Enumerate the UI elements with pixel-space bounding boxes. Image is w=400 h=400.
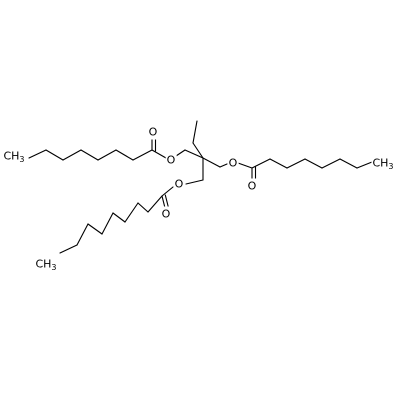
bond-ethyl-2 <box>192 120 198 144</box>
bond-chain-left-1 <box>132 149 153 161</box>
bond-chain-left-2 <box>115 149 134 161</box>
bond-chain-middle-7 <box>76 223 89 246</box>
bond-o-co-middle <box>161 186 174 197</box>
bond-co-double-middle-a <box>161 195 166 209</box>
bond-arm-middle-2 <box>185 179 204 185</box>
bond-chain-right-7 <box>356 161 373 169</box>
bond-chain-right-4 <box>304 158 323 169</box>
bond-chain-right-3 <box>286 158 306 169</box>
atom-o-ester-middle-text: O <box>175 178 184 191</box>
atom-ch3-right: CH3 <box>371 155 395 172</box>
atom-o-ester-right: O <box>227 155 239 171</box>
atom-ch3-right-text: CH3 <box>372 157 393 171</box>
bond-co-double-middle-b <box>164 194 169 208</box>
bond-chain-left-3 <box>97 149 117 161</box>
bond-chain-middle-1 <box>147 195 163 213</box>
atom-o-carbonyl-middle-text: O <box>162 208 171 221</box>
bond-arm-right-1 <box>202 157 221 168</box>
bond-chain-middle-3 <box>124 202 139 223</box>
bond-chain-left-5 <box>62 149 82 161</box>
atom-o-carbonyl-right: O <box>246 178 258 194</box>
bond-chain-middle-4 <box>112 212 126 223</box>
bond-chain-left-4 <box>80 149 99 161</box>
atom-o-carbonyl-right-text: O <box>248 180 257 193</box>
atom-o-carbonyl-left: O <box>147 124 159 140</box>
atom-o-carbonyl-left-text: O <box>149 126 158 139</box>
atom-ch3-bottom-text: CH3 <box>35 258 56 272</box>
atom-ch3-bottom: CH3 <box>34 256 58 273</box>
atom-o-ester-middle: O <box>173 176 185 192</box>
bond-ch2-o-right <box>219 163 228 168</box>
bond-arm-left-1 <box>184 149 204 159</box>
bond-chain-middle-5 <box>101 212 114 235</box>
bond-o-co-left <box>151 149 167 159</box>
atom-ch3-left: CH3 <box>2 148 26 165</box>
bond-arm-left-2 <box>175 149 186 157</box>
atom-o-ester-right-text: O <box>229 157 238 170</box>
bond-chain-right-1 <box>251 158 271 169</box>
atom-ch3-left-text: CH3 <box>3 150 24 164</box>
bond-chain-left-6 <box>45 149 64 161</box>
bond-chain-left-7 <box>28 149 47 159</box>
atom-o-carbonyl-middle: O <box>160 206 172 222</box>
atom-o-ester-left: O <box>165 152 177 168</box>
bond-chain-middle-8 <box>59 244 78 254</box>
bond-chain-right-6 <box>339 158 358 169</box>
bond-o-co-right <box>237 162 253 169</box>
bond-chain-right-5 <box>321 158 341 169</box>
bond-chain-middle-6 <box>87 223 103 235</box>
bond-layer <box>28 120 373 254</box>
atom-o-ester-left-text: O <box>167 154 176 167</box>
bond-ethyl-1 <box>192 142 204 159</box>
bond-chain-middle-2 <box>137 202 149 213</box>
bond-chain-right-2 <box>269 158 288 169</box>
